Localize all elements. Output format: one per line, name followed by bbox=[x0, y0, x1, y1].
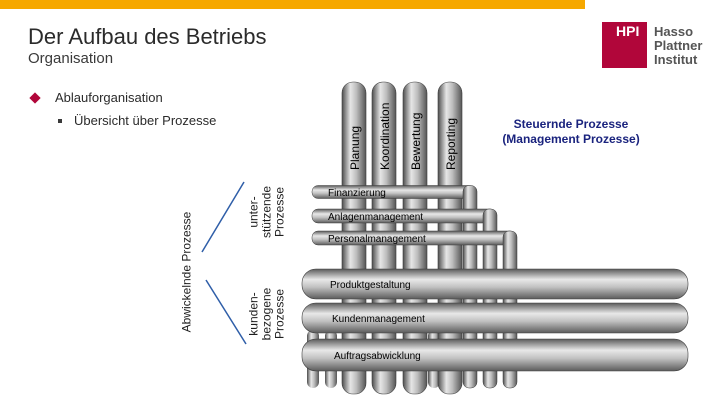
label-kundenmanagement: Kundenmanagement bbox=[332, 314, 425, 325]
slide-title: Der Aufbau des Betriebs bbox=[28, 24, 267, 49]
connector-kundenbezogene bbox=[205, 279, 247, 345]
logo-line-1: Hasso bbox=[654, 24, 694, 39]
bullet-ablauforganisation: Ablauforganisation bbox=[55, 90, 163, 105]
label-reporting: Reporting bbox=[444, 118, 458, 170]
label-kundenbezogene-prozesse: kunden- bezogene Prozesse bbox=[247, 288, 287, 341]
label-kunden-line-3: Prozesse bbox=[272, 288, 287, 340]
hpi-logo-abbr: HPI bbox=[616, 23, 640, 39]
pipe-kundenmanagement bbox=[301, 302, 689, 334]
hpi-logo-wordmark: Hasso Plattner Institut bbox=[654, 25, 702, 67]
label-anlagenmanagement: Anlagenmanagement bbox=[328, 212, 423, 223]
slide-subtitle: Organisation bbox=[28, 50, 114, 67]
label-produktgestaltung: Produktgestaltung bbox=[330, 280, 411, 291]
pipe-produktgestaltung bbox=[301, 268, 689, 300]
label-steuernde-line-1: Steuernde Prozesse bbox=[513, 117, 629, 131]
label-unterstuetzende-line-3: Prozesse bbox=[272, 186, 287, 238]
label-planung: Planung bbox=[348, 126, 362, 170]
label-finanzierung: Finanzierung bbox=[328, 188, 386, 199]
pipe-auftragsabwicklung bbox=[301, 338, 689, 372]
label-bewertung: Bewertung bbox=[409, 113, 423, 170]
label-koordination: Koordination bbox=[378, 103, 392, 170]
hpi-logo-mark: HPI bbox=[602, 22, 647, 68]
logo-line-3: Institut bbox=[654, 52, 698, 67]
connector-unterstuetzende bbox=[201, 181, 245, 253]
label-unterstuetzende-prozesse: unter- stützende Prozesse bbox=[247, 186, 287, 238]
label-steuernde-line-2: (Management Prozesse) bbox=[502, 132, 640, 146]
bullet-square-icon bbox=[58, 119, 62, 123]
label-auftragsabwicklung: Auftragsabwicklung bbox=[334, 351, 421, 362]
bullet-prozessuebersicht: Übersicht über Prozesse bbox=[74, 113, 217, 128]
label-abwickelnde-prozesse: Abwickelnde Prozesse bbox=[179, 211, 194, 333]
top-accent-bar bbox=[0, 0, 585, 9]
logo-line-2: Plattner bbox=[654, 38, 703, 53]
hpi-logo: HPI Hasso Plattner Institut bbox=[602, 22, 714, 68]
label-personalmanagement: Personalmanagement bbox=[328, 234, 426, 245]
label-steuernde-prozesse: Steuernde Prozesse (Management Prozesse) bbox=[490, 117, 652, 147]
